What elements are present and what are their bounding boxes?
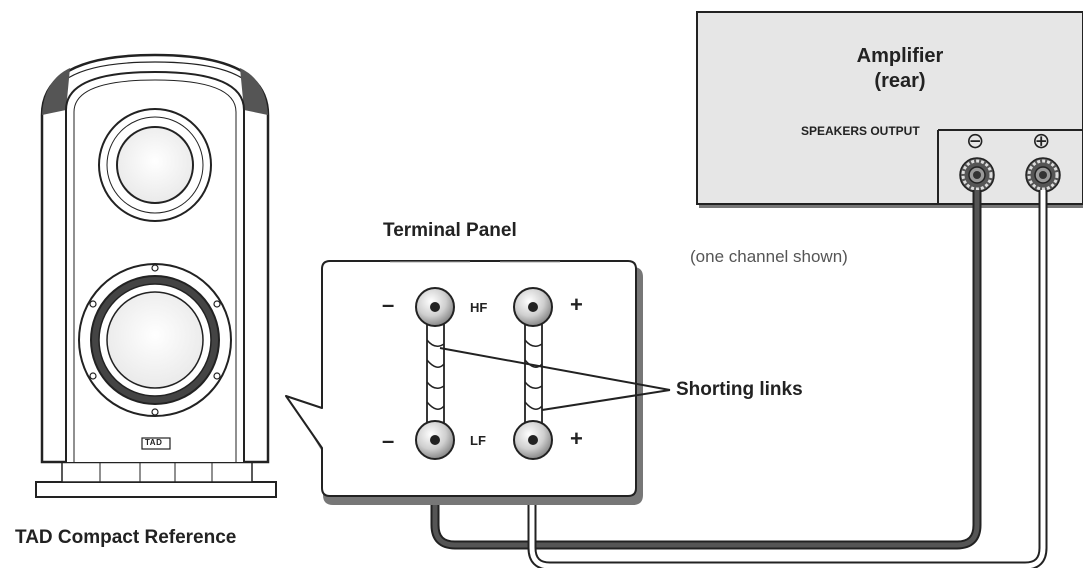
hf-plus-sign: + <box>570 292 583 317</box>
speakers-output-label: SPEAKERS OUTPUT <box>801 124 920 138</box>
negative-speaker-cable <box>430 190 982 550</box>
hf-positive-terminal <box>513 287 553 327</box>
lf-positive-terminal <box>513 420 553 460</box>
amplifier-panel <box>696 11 1083 208</box>
amplifier-title: Amplifier (rear) <box>800 44 1000 94</box>
positive-speaker-cable <box>527 190 1048 568</box>
hf-label: HF <box>470 300 488 315</box>
hf-negative-terminal <box>415 287 455 327</box>
speaker-name: TAD Compact Reference <box>15 527 237 548</box>
lf-minus-sign: – <box>382 428 395 453</box>
amp-negative-symbol: ⊖ <box>966 128 985 153</box>
terminal-panel <box>285 260 643 505</box>
lf-plus-sign: + <box>570 426 583 451</box>
amp-terminal-block <box>937 129 1083 204</box>
amplifier-title-line2: (rear) <box>874 70 926 92</box>
terminal-panel-title: Terminal Panel <box>383 220 517 241</box>
shorting-links-callout-lines <box>439 347 671 411</box>
speaker-cabinet <box>35 53 277 498</box>
one-channel-note: (one channel shown) <box>690 247 848 266</box>
amp-negative-terminal <box>959 157 995 193</box>
lf-negative-terminal <box>415 420 455 460</box>
lf-label: LF <box>470 433 486 448</box>
hf-minus-sign: – <box>382 292 395 317</box>
shorting-link-positive <box>524 321 543 431</box>
amp-positive-terminal <box>1025 157 1061 193</box>
amp-positive-symbol: ⊕ <box>1032 128 1051 153</box>
speaker-badge: TAD <box>145 438 163 447</box>
shorting-links-label: Shorting links <box>676 379 803 400</box>
shorting-link-negative <box>426 321 445 431</box>
amplifier-title-line1: Amplifier <box>856 45 944 67</box>
